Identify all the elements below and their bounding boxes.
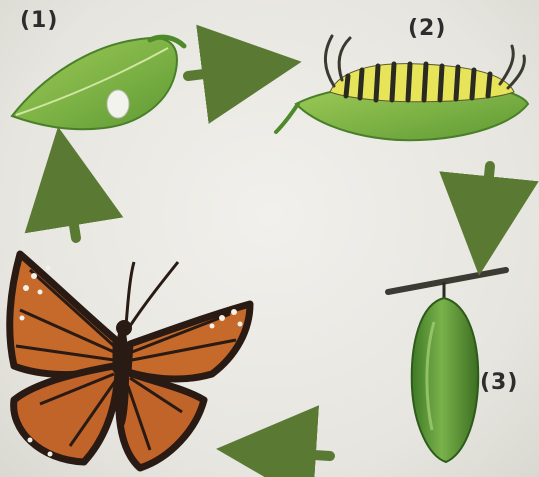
caterpillar-stage (276, 36, 528, 140)
egg (107, 90, 129, 118)
stage-label-3: (3) (480, 370, 518, 395)
stage-label-2: (2) (408, 16, 446, 41)
chrysalis (412, 298, 478, 462)
butterfly-wing-left-hind (14, 366, 118, 462)
arrow-butterfly-to-egg (66, 176, 76, 238)
arrow-chrysalis-to-butterfly (266, 452, 330, 456)
butterfly-body (115, 324, 129, 428)
leaf-2-stem (276, 104, 298, 132)
butterfly-wing-right-hind (119, 372, 204, 468)
arrow-egg-to-caterpillar (188, 68, 252, 76)
twig (388, 270, 506, 292)
butterfly-head (116, 320, 132, 336)
chrysalis-stage (388, 270, 506, 462)
stage-label-1: (1) (20, 8, 58, 33)
butterfly-stage (10, 254, 250, 468)
butterfly-wing-left-fore (10, 254, 116, 375)
arrow-caterpillar-to-chrysalis (484, 166, 490, 226)
butterfly-antenna-left (126, 262, 134, 326)
egg-leaf-stage (12, 37, 184, 129)
butterfly-antenna-right (130, 262, 178, 326)
